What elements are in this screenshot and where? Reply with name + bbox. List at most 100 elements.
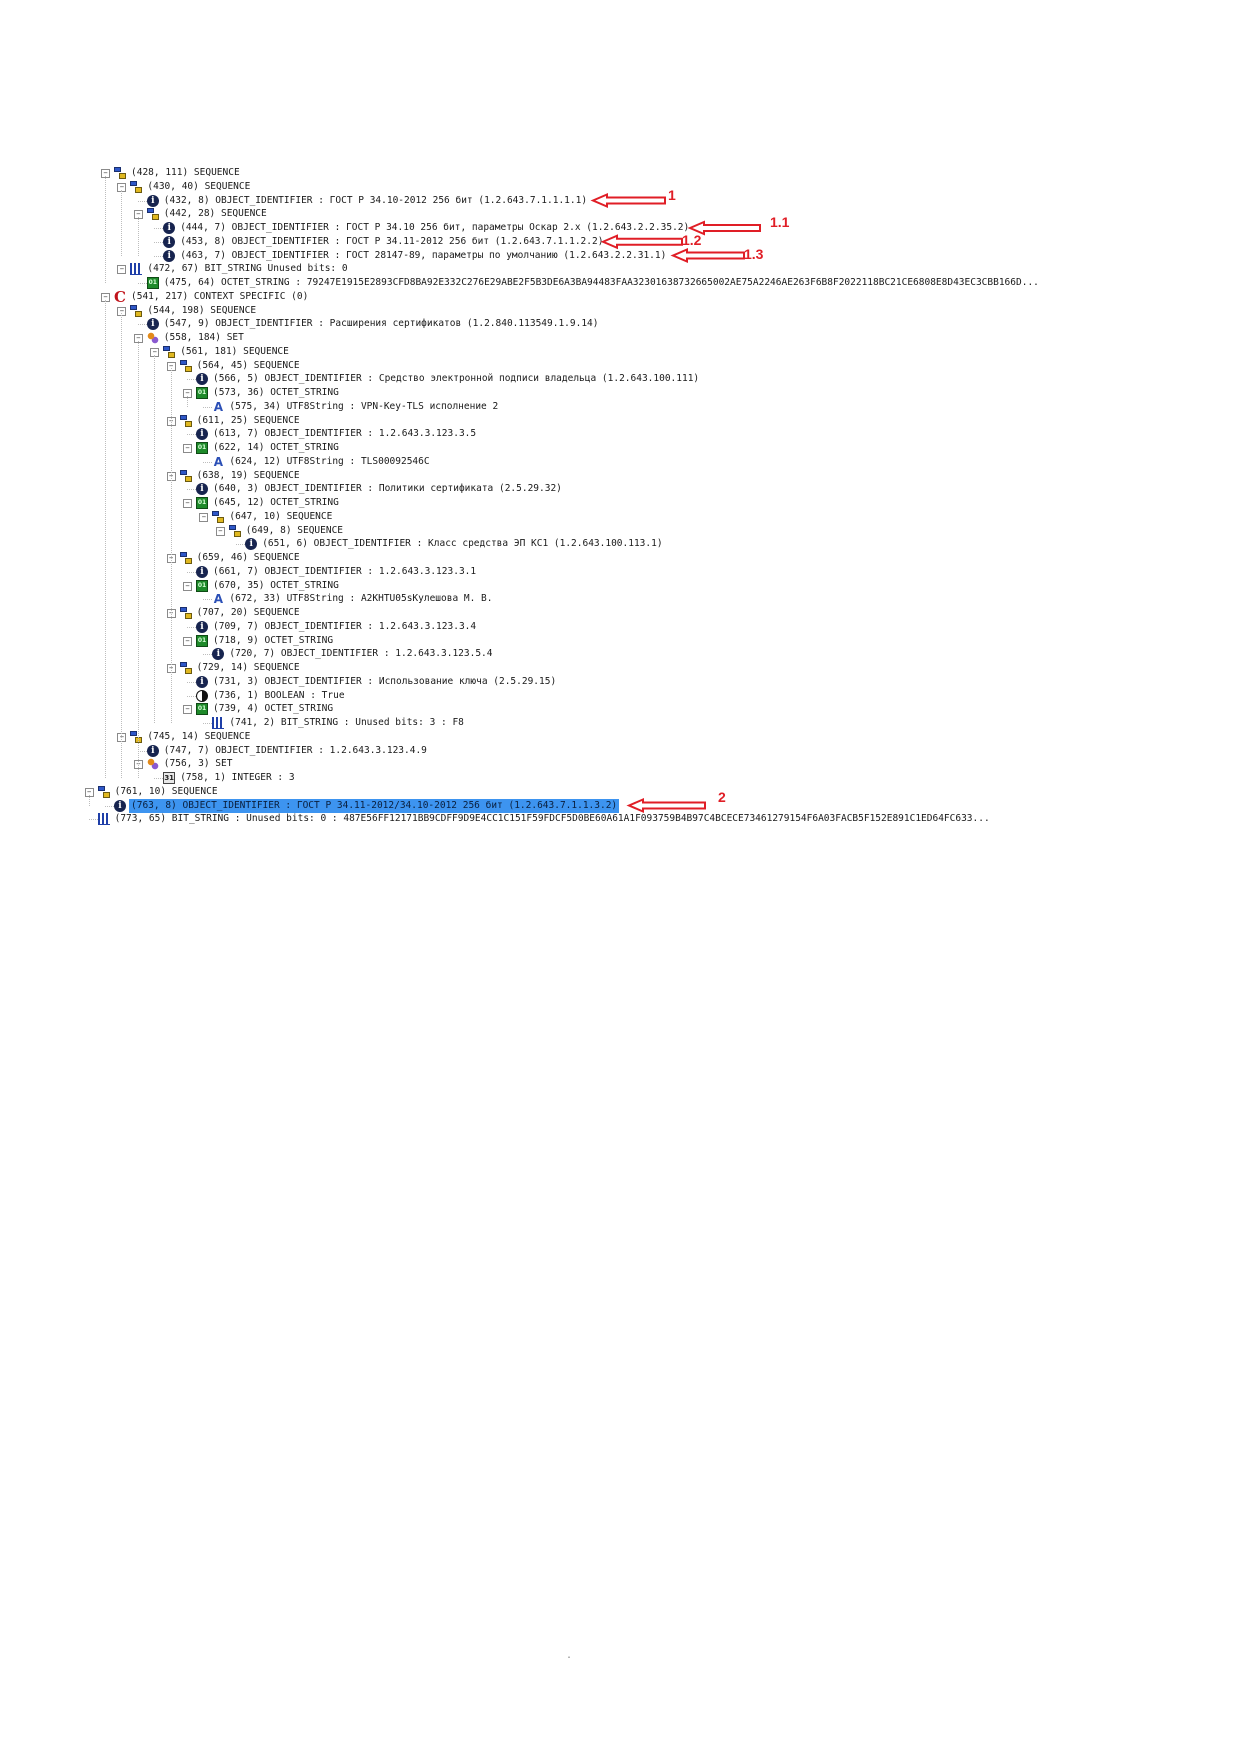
tree-node-label: (575, 34) UTF8String : VPN-Key-TLS испол… — [229, 400, 499, 412]
tree-node-label: (729, 14) SEQUENCE — [196, 662, 300, 673]
tree-connector — [187, 571, 196, 573]
annotation-label: 1 — [668, 186, 676, 203]
tree-node-label: (442, 28) SEQUENCE — [163, 208, 267, 220]
tree-node[interactable]: −01(670, 35) OCTET_STRING — [0, 579, 1239, 593]
tree-node[interactable]: i(709, 7) OBJECT_IDENTIFIER : 1.2.643.3.… — [0, 620, 1239, 634]
annotation-label: 1.3 — [744, 245, 764, 262]
tree-connector — [88, 819, 98, 821]
tree-node-label: (761, 10) SEQUENCE — [114, 785, 218, 797]
tree-node-label: (547, 9) OBJECT_IDENTIFIER : Расширения … — [163, 318, 599, 330]
tree-node[interactable]: i(720, 7) OBJECT_IDENTIFIER : 1.2.643.3.… — [0, 647, 1239, 661]
tree-node[interactable]: −(428, 111) SEQUENCE — [0, 166, 1239, 180]
info-icon: i — [196, 373, 208, 386]
tree-node[interactable]: i(566, 5) OBJECT_IDENTIFIER : Средство э… — [0, 372, 1239, 386]
tree-node[interactable]: i(763, 8) OBJECT_IDENTIFIER : ГОСТ Р 34.… — [0, 798, 1239, 813]
collapse-toggle-icon[interactable]: − — [183, 636, 192, 646]
tree-node[interactable]: i(432, 8) OBJECT_IDENTIFIER : ГОСТ Р 34.… — [0, 194, 1239, 208]
tree-node-label: (463, 7) OBJECT_IDENTIFIER : ГОСТ 28147-… — [180, 249, 667, 261]
info-icon: i — [163, 222, 176, 234]
octet-string-icon: 01 — [196, 442, 208, 454]
tree-node[interactable]: −(729, 14) SEQUENCE — [0, 661, 1239, 675]
tree-node[interactable]: −(649, 8) SEQUENCE — [0, 524, 1239, 538]
tree-node[interactable]: (736, 1) BOOLEAN : True — [0, 689, 1239, 703]
collapse-toggle-icon[interactable]: − — [183, 499, 192, 508]
collapse-toggle-icon[interactable]: − — [183, 444, 192, 453]
info-icon: i — [212, 648, 225, 661]
collapse-toggle-icon[interactable]: − — [183, 705, 192, 715]
tree-node[interactable]: i(463, 7) OBJECT_IDENTIFIER : ГОСТ 28147… — [0, 249, 1239, 263]
tree-node[interactable]: i(640, 3) OBJECT_IDENTIFIER : Политики с… — [0, 482, 1239, 496]
tree-node[interactable]: i(613, 7) OBJECT_IDENTIFIER : 1.2.643.3.… — [0, 427, 1239, 441]
tree-node[interactable]: (773, 65) BIT_STRING : Unused bits: 0 : … — [0, 812, 1239, 826]
tree-node-label: (613, 7) OBJECT_IDENTIFIER : 1.2.643.3.1… — [213, 428, 477, 440]
tree-node[interactable]: A (575, 34) UTF8String : VPN-Key-TLS испо… — [0, 400, 1239, 414]
tree-node[interactable]: −(561, 181) SEQUENCE — [0, 345, 1239, 359]
tree-node[interactable]: i(747, 7) OBJECT_IDENTIFIER : 1.2.643.3.… — [0, 744, 1239, 758]
tree-node-label: (747, 7) OBJECT_IDENTIFIER : 1.2.643.3.1… — [163, 744, 427, 756]
set-icon — [146, 758, 159, 771]
tree-guide-line — [170, 368, 172, 723]
collapse-toggle-icon[interactable]: − — [183, 581, 192, 591]
tree-node[interactable]: −01 (739, 4) OCTET_STRING — [0, 702, 1239, 716]
tree-node[interactable]: i(547, 9) OBJECT_IDENTIFIER : Расширения… — [0, 317, 1239, 331]
boolean-icon — [196, 689, 208, 702]
octet-string-icon: 01 — [196, 387, 208, 399]
tree-node[interactable]: A(672, 33) UTF8String : A2KHTU05sKулешов… — [0, 592, 1239, 606]
sequence-icon — [179, 552, 192, 564]
tree-node[interactable]: −(472, 67) BIT_STRING Unused bits: 0 — [0, 262, 1239, 276]
tree-node[interactable]: −(638, 19) SEQUENCE — [0, 469, 1239, 483]
tree-node[interactable]: −(756, 3) SET — [0, 757, 1239, 771]
tree-node[interactable]: −(564, 45) SEQUENCE — [0, 359, 1239, 373]
sequence-icon — [146, 208, 159, 221]
tree-node[interactable]: −01(645, 12) OCTET_STRING — [0, 496, 1239, 510]
tree-node[interactable]: i (453, 8) OBJECT_IDENTIFIER : ГОСТ Р 34.… — [0, 235, 1239, 249]
tree-node[interactable]: −(430, 40) SEQUENCE — [0, 180, 1239, 194]
info-icon: i — [163, 235, 176, 248]
sequence-icon — [130, 730, 143, 743]
tree-node[interactable]: A(624, 12) UTF8String : TLS00092546C — [0, 455, 1239, 469]
tree-node-label: (739, 4) OCTET_STRING — [213, 703, 334, 715]
integer-icon: 31 — [163, 772, 176, 784]
tree-node[interactable]: i(661, 7) OBJECT_IDENTIFIER : 1.2.643.3.… — [0, 565, 1239, 579]
tree-node[interactable]: 31 (758, 1) INTEGER : 3 — [0, 771, 1239, 785]
tree-node[interactable]: i(651, 6) OBJECT_IDENTIFIER : Класс сред… — [0, 537, 1239, 551]
utf8-string-icon: A — [213, 399, 224, 414]
sequence-icon — [179, 607, 192, 619]
tree-node-label: (432, 8) OBJECT_IDENTIFIER : ГОСТ Р 34.1… — [163, 194, 588, 206]
tree-node[interactable]: −(761, 10) SEQUENCE — [0, 785, 1239, 799]
tree-node-label: (561, 181) SEQUENCE — [180, 345, 289, 357]
tree-node[interactable]: −C(541, 217) CONTEXT SPECIFIC (0) — [0, 287, 1239, 306]
tree-node[interactable]: −(442, 28) SEQUENCE — [0, 207, 1239, 221]
octet-string-icon: 01 — [196, 703, 208, 716]
tree-node[interactable]: −(611, 25) SEQUENCE — [0, 414, 1239, 428]
tree-node[interactable]: −(745, 14) SEQUENCE — [0, 730, 1239, 744]
tree-node[interactable]: −01(573, 36) OCTET_STRING — [0, 386, 1239, 400]
tree-node[interactable]: i(444, 7) OBJECT_IDENTIFIER : ГОСТ Р 34.… — [0, 221, 1239, 235]
collapse-toggle-icon[interactable]: − — [117, 265, 127, 275]
tree-node-label: (756, 3) SET — [163, 758, 233, 770]
tree-node[interactable]: (741, 2) BIT_STRING : Unused bits: 3 : F… — [0, 716, 1239, 730]
tree-node-label: (428, 111) SEQUENCE — [131, 167, 240, 178]
tree-node[interactable]: 01(475, 64) OCTET_STRING : 79247E1915E28… — [0, 276, 1239, 290]
tree-node[interactable]: −01(622, 14) OCTET_STRING — [0, 441, 1239, 455]
tree-node[interactable]: −(647, 10) SEQUENCE — [0, 510, 1239, 524]
sequence-icon — [163, 345, 176, 358]
tree-node[interactable]: i(731, 3) OBJECT_IDENTIFIER : Использова… — [0, 675, 1239, 689]
tree-node-label: (758, 1) INTEGER : 3 — [180, 772, 295, 783]
context-specific-icon: C — [114, 287, 126, 306]
collapse-toggle-icon[interactable]: − — [199, 512, 209, 522]
tree-node[interactable]: −(659, 46) SEQUENCE — [0, 551, 1239, 565]
tree-node[interactable]: −(544, 198) SEQUENCE — [0, 304, 1239, 318]
tree-connector — [236, 544, 246, 546]
tree-node-label: (453, 8) OBJECT_IDENTIFIER : ГОСТ Р 34.1… — [180, 235, 604, 247]
collapse-toggle-icon[interactable]: − — [215, 526, 225, 536]
tree-node-label: (624, 12) UTF8String : TLS00092546C — [229, 455, 430, 467]
tree-node[interactable]: −(707, 20) SEQUENCE — [0, 606, 1239, 620]
bit-string-icon — [212, 717, 225, 729]
tree-node[interactable]: −01(718, 9) OCTET_STRING — [0, 634, 1239, 648]
tree-node-label: (475, 64) OCTET_STRING : 79247E1915E2893… — [163, 277, 1039, 288]
tree-connector — [154, 241, 164, 243]
tree-node[interactable]: −(558, 184) SET — [0, 331, 1239, 345]
tree-node-label: (741, 2) BIT_STRING : Unused bits: 3 : F… — [229, 717, 464, 728]
